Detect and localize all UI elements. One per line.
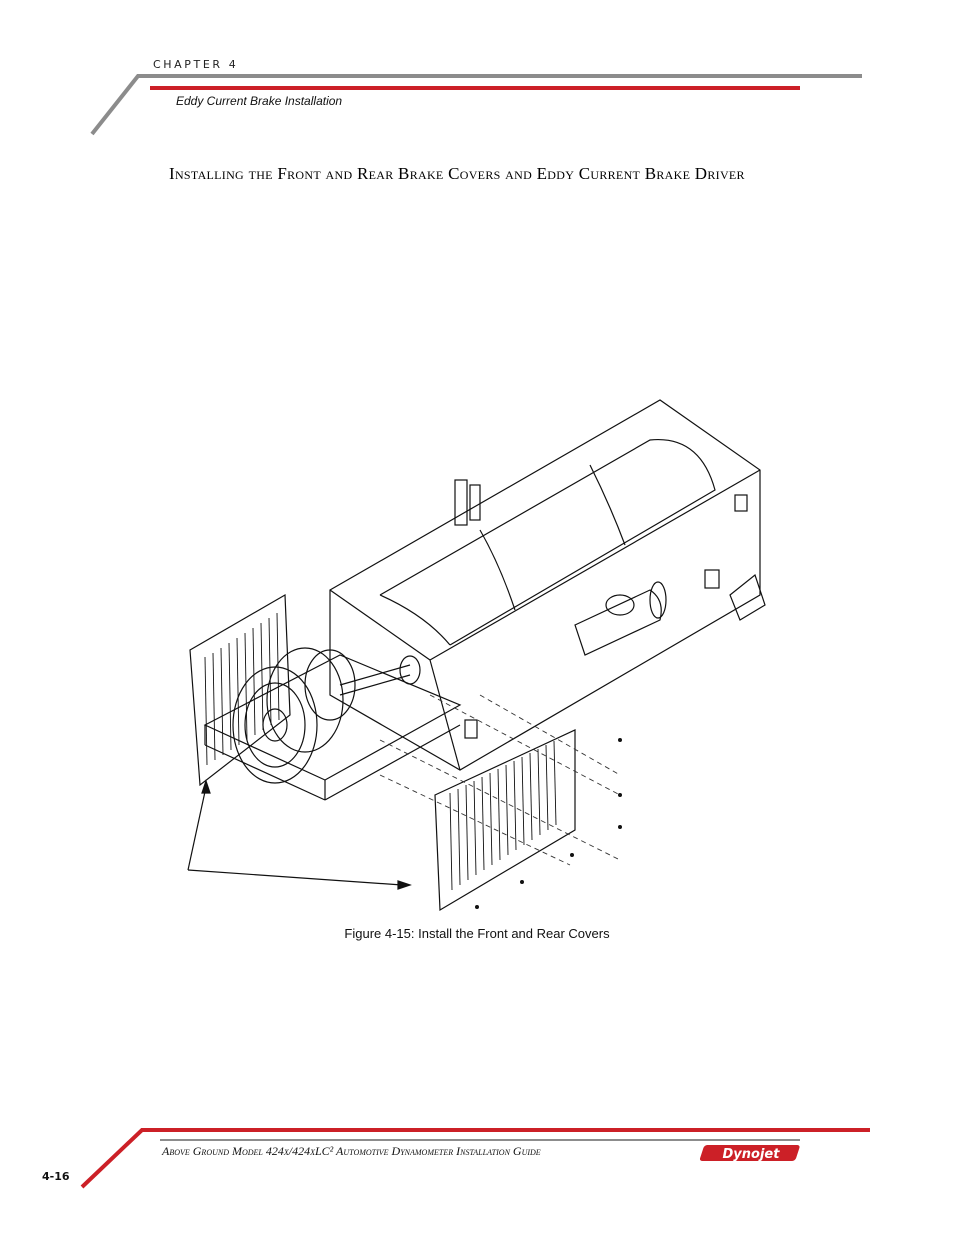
page-heading: Installing the Front and Rear Brake Cove… (169, 164, 745, 183)
page-number: 4-16 (42, 1170, 70, 1183)
section-name: Eddy Current Brake Installation (176, 94, 343, 108)
figure-caption: Figure 4-15: Install the Front and Rear … (344, 926, 610, 941)
brake-cover-diagram (187, 399, 766, 912)
chapter-label: CHAPTER 4 (153, 58, 239, 71)
guide-title: Above Ground Model 424x/424xLC² Automoti… (162, 1144, 541, 1158)
dynojet-logo: Dynojet (699, 1145, 800, 1162)
logo-text: Dynojet (723, 1147, 781, 1162)
footer-rule (80, 1128, 870, 1189)
header-rule (90, 74, 862, 136)
